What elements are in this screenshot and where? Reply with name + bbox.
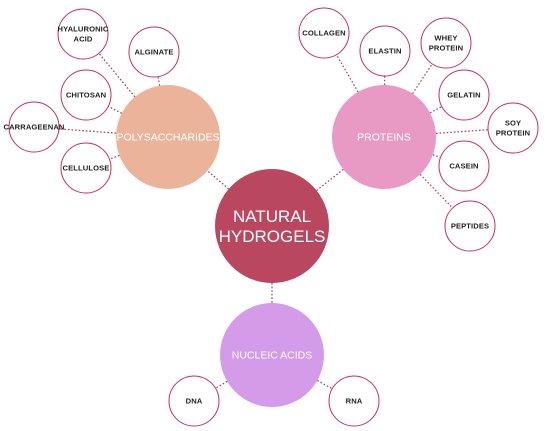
connector-proteins-leaf	[432, 154, 441, 159]
leaf-circle	[438, 69, 490, 121]
leaf-label: RNA	[346, 397, 363, 406]
category-node-proteins: PROTEINS	[332, 85, 436, 189]
leaf-circle	[487, 102, 539, 154]
leaf-circle	[57, 8, 109, 60]
leaf-label-line: CELLULOSE	[63, 164, 110, 173]
category-circle	[116, 85, 220, 189]
connector-polysaccharides-leaf	[58, 128, 117, 134]
connector-proteins-leaf	[335, 54, 359, 93]
leaf-node: CASEIN	[438, 140, 490, 192]
leaf-label-line: GELATIN	[447, 91, 480, 100]
leaf-label-line: PROTEIN	[429, 44, 463, 53]
connector-proteins-leaf	[412, 63, 433, 94]
leaf-node: ELASTIN	[359, 25, 411, 77]
leaf-label-line: CHITOSAN	[66, 91, 106, 100]
leaf-node: COLLAGEN	[298, 7, 350, 59]
category-label: POLYSACCHARIDES	[116, 132, 219, 144]
center-circle	[215, 169, 329, 283]
leaf-circle	[444, 200, 496, 252]
leaf-label-line: PROTEIN	[496, 129, 530, 138]
leaf-node: GELATIN	[438, 69, 490, 121]
leaf-node: ALGINATE	[128, 26, 180, 78]
connector-proteins-leaf	[429, 106, 443, 114]
category-label: NUCLEIC ACIDS	[232, 350, 313, 362]
connector-center-polysaccharides	[207, 170, 230, 190]
connector-center-proteins	[316, 168, 344, 192]
connector-proteins-leaf	[419, 173, 454, 209]
leaf-label: DNA	[186, 397, 203, 406]
leaf-circle	[298, 7, 350, 59]
leaf-node: RNA	[328, 375, 380, 427]
center-title-line: NATURAL	[233, 207, 311, 226]
connector-nucleic-acids-leaf	[317, 379, 333, 390]
leaf-label-line: CARRAGEENAN	[3, 123, 64, 132]
category-node-polysaccharides: POLYSACCHARIDES	[116, 85, 220, 189]
category-node-nucleic-acids: NUCLEIC ACIDS	[220, 303, 324, 407]
leaf-label-line: CASEIN	[449, 162, 478, 171]
leaf-node: CELLULOSE	[60, 142, 112, 194]
leaf-label-line: HYALURONIC	[58, 25, 109, 34]
connector-nucleic-acids-leaf	[215, 380, 228, 389]
leaf-label: CARRAGEENAN	[3, 123, 64, 132]
leaf-node: DNA	[168, 375, 220, 427]
leaf-label-line: SOY	[505, 119, 521, 128]
leaf-circle	[60, 69, 112, 121]
category-circle	[332, 85, 436, 189]
connector-polysaccharides-leaf	[157, 76, 161, 86]
leaf-label: CASEIN	[449, 162, 478, 171]
leaf-label-line: WHEY	[434, 34, 457, 43]
leaf-label-line: COLLAGEN	[302, 29, 345, 38]
leaf-node: PEPTIDES	[444, 200, 496, 252]
connector-polysaccharides-leaf	[98, 52, 136, 98]
leaf-circle	[60, 142, 112, 194]
leaf-label: GELATIN	[447, 91, 480, 100]
connector-proteins-leaf	[435, 129, 489, 134]
leaf-label: COLLAGEN	[302, 29, 345, 38]
leaf-node: CHITOSAN	[60, 69, 112, 121]
leaf-label-line: RNA	[346, 397, 363, 406]
connector-polysaccharides-leaf	[109, 154, 120, 160]
leaf-label: CELLULOSE	[63, 164, 110, 173]
leaf-circle	[328, 375, 380, 427]
leaf-label-line: PEPTIDES	[451, 222, 489, 231]
leaf-circle	[128, 26, 180, 78]
leaf-label-line: ACID	[74, 35, 93, 44]
leaf-label: ELASTIN	[368, 47, 401, 56]
connector-polysaccharides-leaf	[107, 105, 122, 114]
leaf-label-line: DNA	[186, 397, 203, 406]
leaf-circle	[8, 101, 60, 153]
connector-lines	[58, 52, 489, 390]
leaf-circle	[420, 17, 472, 69]
leaf-label-line: ALGINATE	[134, 48, 173, 57]
leaf-circle	[438, 140, 490, 192]
leaf-circle	[168, 375, 220, 427]
leaf-node: CARRAGEENAN	[3, 101, 64, 153]
leaf-label-line: ELASTIN	[368, 47, 401, 56]
leaf-label: PEPTIDES	[451, 222, 489, 231]
leaf-circle	[359, 25, 411, 77]
leaf-label: ALGINATE	[134, 48, 173, 57]
leaf-label: CHITOSAN	[66, 91, 106, 100]
center-title-line: HYDROGELS	[219, 227, 326, 246]
category-circle	[220, 303, 324, 407]
category-label: PROTEINS	[357, 132, 411, 144]
